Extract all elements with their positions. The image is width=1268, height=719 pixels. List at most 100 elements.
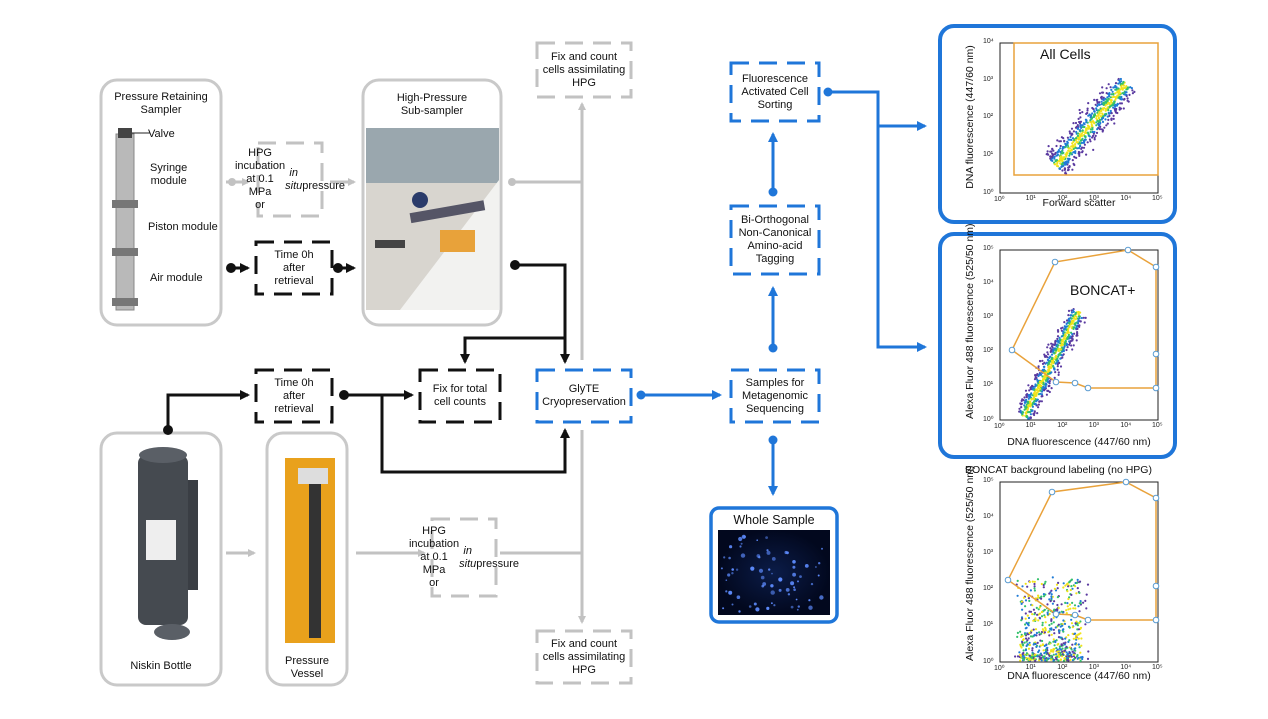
scatter-point — [1044, 379, 1047, 382]
scatter-point — [1025, 406, 1028, 409]
scatter-point — [1032, 412, 1035, 416]
scatter-point — [1053, 367, 1056, 370]
scatter-point — [1061, 653, 1064, 656]
scatter-point — [1059, 658, 1062, 661]
scatter-point — [1036, 655, 1039, 658]
scatter-point — [1020, 646, 1023, 649]
scatter-point — [1122, 107, 1125, 110]
scatter-point — [1078, 129, 1082, 132]
scatter-point — [1044, 626, 1047, 629]
scatter-point — [1104, 109, 1107, 112]
scatter-point — [1092, 132, 1095, 135]
scatter-point — [1049, 600, 1052, 603]
scatter-point — [1110, 99, 1113, 102]
scatter-point — [1074, 643, 1077, 646]
scatter-point — [1067, 329, 1070, 332]
plot-area — [999, 481, 1159, 663]
scatter-point — [1107, 109, 1110, 112]
y-tick-label: 10³ — [983, 549, 994, 556]
scatter-point — [1056, 648, 1059, 651]
scatter-point — [1027, 597, 1030, 600]
scatter-point — [1065, 609, 1068, 612]
scatter-point — [1101, 112, 1104, 115]
gate-vertex — [1124, 246, 1132, 254]
scatter-point — [1056, 603, 1059, 607]
scatter-point — [1029, 393, 1032, 396]
scatter-point — [1066, 136, 1069, 139]
scatter-point — [1020, 619, 1023, 622]
fix-total-frame — [418, 368, 502, 424]
scatter-point — [1070, 317, 1073, 320]
hpg-bottom-frame — [430, 517, 498, 598]
scatter-point — [1062, 157, 1065, 160]
scatter-point — [1096, 119, 1099, 122]
scatter-point — [1103, 107, 1106, 110]
scatter-point — [1077, 311, 1080, 314]
scatter-point — [1119, 102, 1122, 105]
scatter-point — [1019, 411, 1022, 414]
scatter-point — [1070, 311, 1074, 314]
scatter-point — [1061, 162, 1064, 166]
scatter-point — [1114, 82, 1118, 85]
scatter-point — [1093, 110, 1096, 113]
cell-dot — [793, 586, 796, 589]
cell-dot — [731, 572, 734, 575]
scatter-point — [1086, 131, 1089, 134]
scatter-point — [1072, 653, 1075, 656]
scatter-point — [1048, 598, 1051, 601]
cell-dot — [792, 560, 796, 564]
scatter-point — [1047, 631, 1050, 634]
scatter-point — [1054, 362, 1057, 365]
scatter-point — [1023, 401, 1026, 404]
scatter-point — [1112, 86, 1115, 89]
scatter-point — [1109, 109, 1112, 113]
cell-dot — [778, 588, 782, 592]
scatter-point — [1046, 150, 1049, 153]
valve-label: Valve — [148, 128, 175, 140]
scatter-point — [1095, 115, 1098, 118]
scatter-point — [1074, 311, 1077, 314]
scatter-point — [1040, 393, 1043, 396]
scatter-point — [1099, 115, 1103, 118]
scatter-point — [1096, 100, 1099, 103]
scatter-point — [1016, 579, 1019, 583]
scatter-point — [1089, 128, 1093, 131]
scatter-point — [1066, 602, 1069, 605]
scatter-point — [1122, 98, 1126, 101]
scatter-point — [1042, 595, 1046, 598]
scatter-point — [1033, 580, 1036, 583]
scatter-point — [1065, 645, 1068, 648]
scatter-point — [1059, 144, 1062, 148]
scatter-point — [1100, 118, 1103, 121]
niskin-box — [99, 431, 223, 687]
scatter-point — [1050, 654, 1053, 658]
scatter-point — [1070, 344, 1073, 347]
scatter-point — [1032, 643, 1035, 646]
scatter-point — [1058, 361, 1061, 365]
scatter-point — [1016, 635, 1019, 639]
scatter-point — [1038, 373, 1041, 376]
scatter-point — [1020, 600, 1024, 603]
scatter-point — [1093, 98, 1096, 101]
scatter-point — [1076, 334, 1079, 337]
scatter-point — [1041, 639, 1044, 643]
scatter-point — [1035, 634, 1038, 637]
scatter-point — [1084, 316, 1087, 319]
scatter-point — [1050, 658, 1053, 661]
scatter-point — [1067, 317, 1070, 320]
scatter-point — [1053, 163, 1056, 166]
scatter-point — [1088, 114, 1091, 117]
x-tick-label: 10² — [1057, 195, 1068, 202]
scatter-point — [1085, 593, 1088, 596]
scatter-point — [1037, 374, 1040, 378]
scatter-point — [1050, 357, 1054, 361]
cell-dot — [787, 593, 791, 596]
scatter-point — [1028, 411, 1031, 414]
scatter-point — [1086, 583, 1090, 586]
scatter-point — [1084, 138, 1087, 141]
scatter-point — [1108, 114, 1111, 117]
scatter-point — [1038, 387, 1042, 390]
scatter-point — [1028, 395, 1031, 398]
scatter-point — [1032, 619, 1035, 622]
scatter-point — [1059, 140, 1062, 143]
